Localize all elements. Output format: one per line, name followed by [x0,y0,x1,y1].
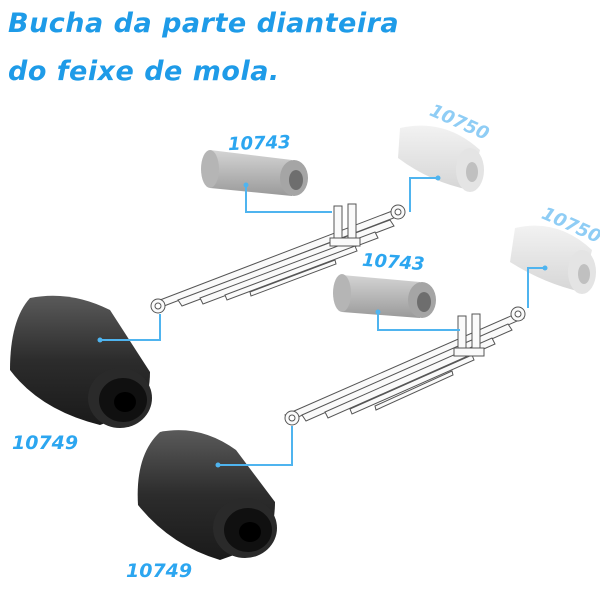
bushing-10750-bottom [510,225,596,294]
part-number-big-top: 10749 [12,432,79,454]
leader-lines [100,177,545,466]
title-line-1: Bucha da parte dianteira [8,8,400,39]
part-number-bottom-front: 10743 [361,249,426,276]
bushing-10743-bottom [333,274,436,318]
bushing-10749-top [10,295,152,428]
leader-dots [97,175,548,468]
part-number-big-bottom: 10749 [126,560,193,582]
bushing-10750-top [398,125,484,192]
part-number-top-front: 10743 [227,131,291,156]
title-line-2: do feixe de mola. [8,56,280,87]
bushing-10749-bottom [137,430,277,560]
leaf-spring-top [150,203,406,314]
leaf-spring-bottom [284,306,526,426]
bushing-10743-top [201,150,308,196]
